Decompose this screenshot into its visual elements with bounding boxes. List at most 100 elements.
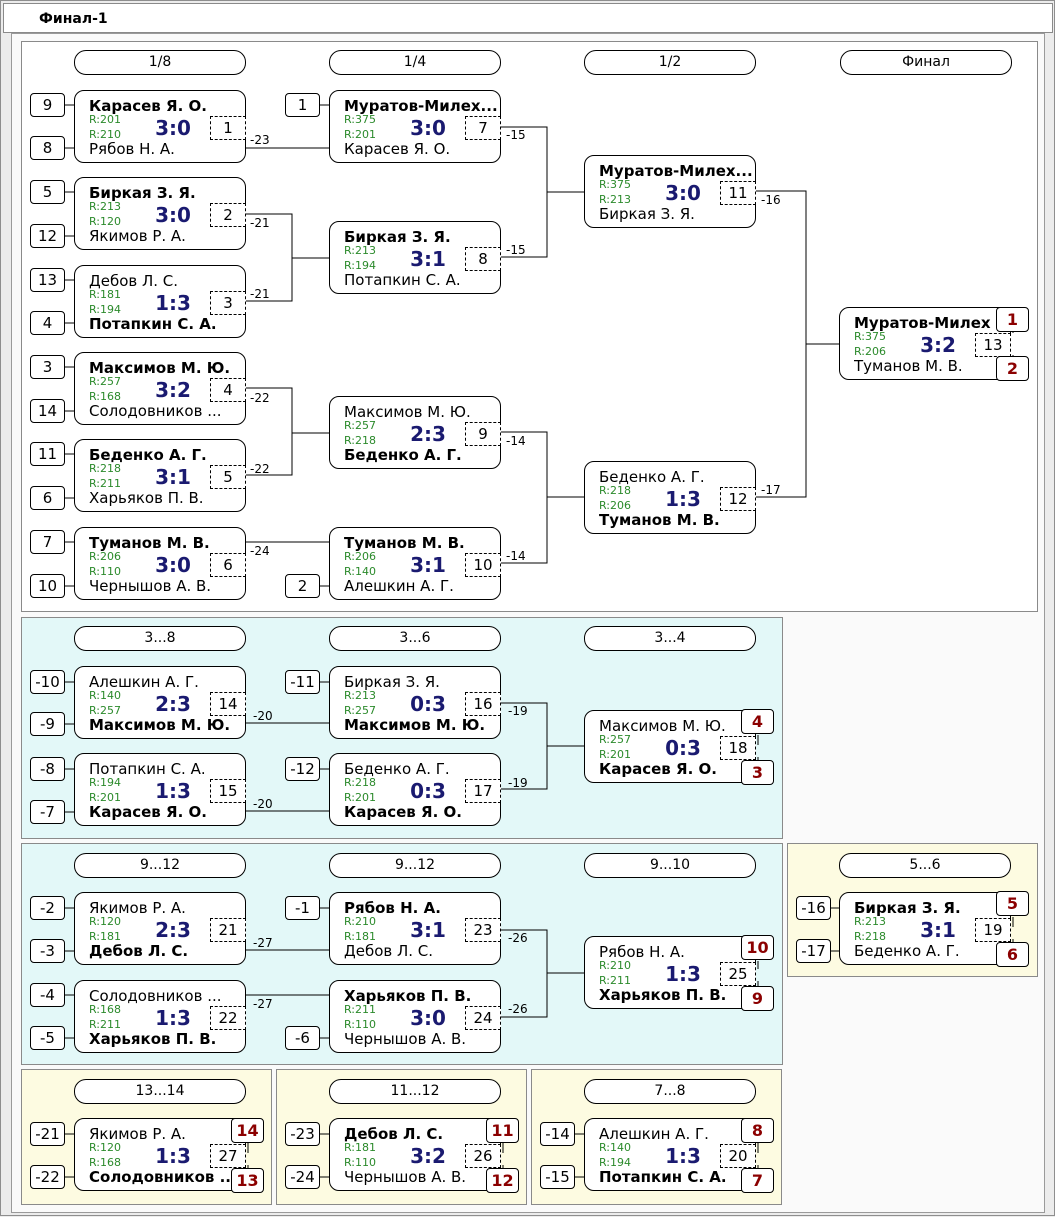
- match-score: 3:0: [410, 116, 446, 140]
- player-1-rating: R:218: [89, 462, 122, 475]
- player-1-rating: R:257: [89, 375, 122, 388]
- match-score: 1:3: [155, 1144, 191, 1168]
- player-2-name: Рябов Н. А.: [89, 140, 175, 158]
- player-2-rating: R:211: [89, 1018, 122, 1031]
- player-1-rating: R:211: [344, 1003, 377, 1016]
- player-2-rating: R:211: [599, 974, 632, 987]
- seed-box: -21: [30, 1122, 65, 1146]
- match-score: 1:3: [665, 487, 701, 511]
- player-2-rating: R:110: [89, 565, 122, 578]
- player-1-name: Биркая З. Я.: [344, 673, 440, 691]
- player-1-rating: R:120: [89, 915, 122, 928]
- player-1-rating: R:218: [344, 776, 377, 789]
- match-score: 3:1: [155, 465, 191, 489]
- player-1-name: Беденко А. Г.: [89, 446, 207, 464]
- player-1-name: Биркая З. Я.: [854, 899, 961, 917]
- match-score: 3:1: [410, 918, 446, 942]
- player-1-name: Муратов-Милех...: [344, 97, 498, 115]
- game-number: 6: [210, 553, 246, 577]
- seed-box: -15: [540, 1165, 575, 1189]
- seed-box: -3: [30, 939, 65, 963]
- player-2-rating: R:257: [89, 704, 122, 717]
- loser-goto-label: -23: [250, 133, 270, 147]
- seed-box: 10: [30, 574, 65, 598]
- player-1-name: Максимов М. Ю.: [599, 717, 726, 735]
- player-1-name: Харьяков П. В.: [344, 987, 472, 1005]
- match-score: 3:1: [410, 553, 446, 577]
- match-score: 3:2: [920, 333, 956, 357]
- player-2-rating: R:140: [344, 565, 377, 578]
- place-badge: 1: [996, 307, 1029, 332]
- game-number: 3: [210, 291, 246, 315]
- seed-box: 1: [285, 93, 320, 117]
- round-header-13-14: 13...14: [74, 1079, 246, 1104]
- game-number: 2: [210, 203, 246, 227]
- seed-box: -23: [285, 1122, 320, 1146]
- player-1-name: Муратов-Милех: [854, 314, 991, 332]
- match-score: 3:0: [155, 203, 191, 227]
- player-2-name: Дебов Л. С.: [344, 942, 434, 960]
- seed-box: -7: [30, 800, 65, 824]
- player-1-name: Дебов Л. С.: [89, 272, 179, 290]
- round-header-7-8: 7...8: [584, 1079, 756, 1104]
- player-1-rating: R:194: [89, 776, 122, 789]
- player-2-rating: R:194: [599, 1156, 632, 1169]
- seed-box: -5: [30, 1026, 65, 1050]
- player-1-rating: R:213: [344, 244, 377, 257]
- place-badge: 4: [741, 709, 774, 734]
- loser-goto-label: -19: [508, 704, 528, 718]
- window-title: Финал-1: [39, 11, 108, 27]
- player-1-rating: R:206: [89, 550, 122, 563]
- game-number: 7: [465, 116, 501, 140]
- player-1-name: Солодовников ...: [89, 987, 222, 1005]
- loser-goto-label: -14: [506, 549, 526, 563]
- match-score: 3:0: [410, 1006, 446, 1030]
- match-score: 3:0: [155, 116, 191, 140]
- seed-box: -4: [30, 983, 65, 1007]
- place-badge: 5: [996, 891, 1029, 916]
- loser-goto-label: -20: [253, 797, 273, 811]
- player-1-rating: R:181: [89, 288, 122, 301]
- title-bar: Финал-1: [3, 3, 1053, 33]
- player-2-rating: R:201: [89, 791, 122, 804]
- seed-box: 7: [30, 530, 65, 554]
- player-1-name: Якимов Р. А.: [89, 899, 186, 917]
- game-number: 12: [720, 487, 756, 511]
- game-number: 5: [210, 465, 246, 489]
- round-header-9-12-b: 9...12: [329, 853, 501, 878]
- game-number: 20: [720, 1144, 756, 1168]
- player-2-rating: R:110: [344, 1156, 377, 1169]
- match-score: 0:3: [410, 779, 446, 803]
- loser-goto-label: -21: [250, 216, 270, 230]
- round-header-5-6: 5...6: [839, 853, 1011, 878]
- player-2-name: Солодовников ...: [89, 402, 222, 420]
- seed-box: 8: [30, 136, 65, 160]
